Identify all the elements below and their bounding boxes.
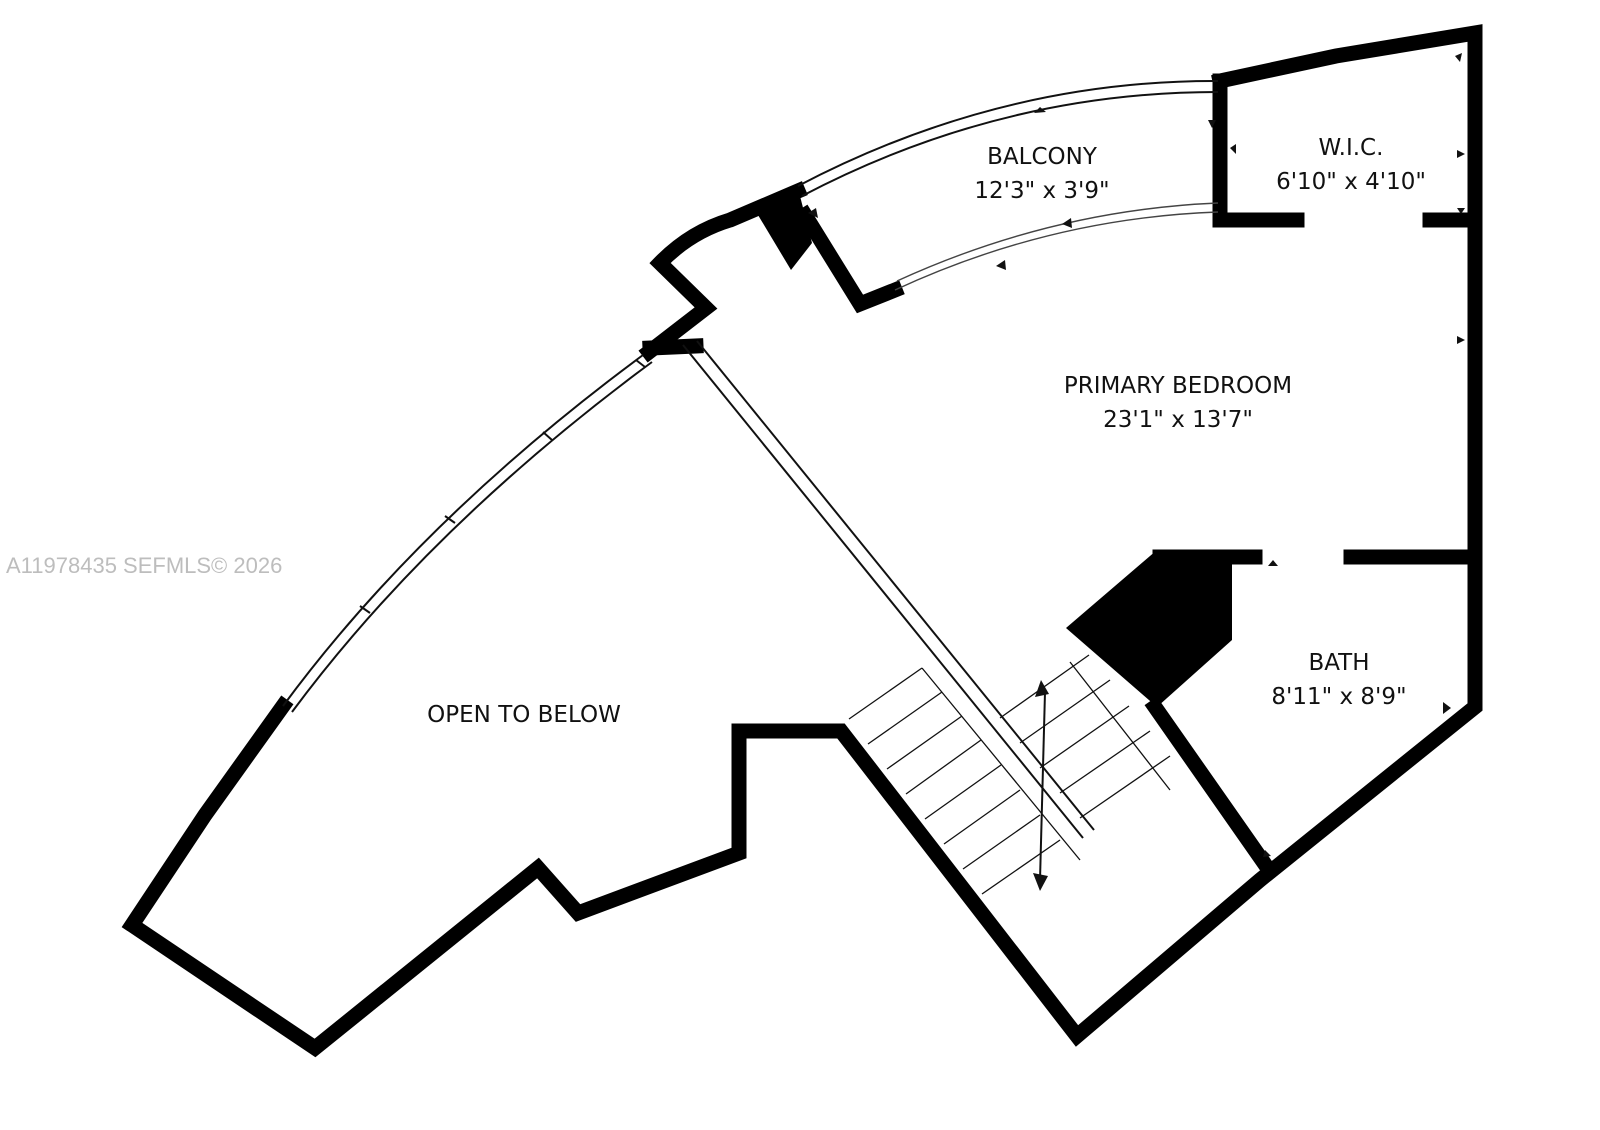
room-name: W.I.C. <box>1319 135 1384 161</box>
room-name: PRIMARY BEDROOM <box>1064 373 1292 399</box>
wall-bath-left <box>1144 696 1273 871</box>
stair-direction-line <box>1039 691 1046 881</box>
window-mullion <box>444 515 456 524</box>
room-primary-bedroom: PRIMARY BEDROOM 23'1" x 13'7" <box>1064 373 1292 433</box>
window-mullion <box>542 431 553 441</box>
room-name: BATH <box>1308 650 1369 676</box>
room-bath: BATH 8'11" x 8'9" <box>1271 650 1406 710</box>
balcony-rail-outer <box>797 79 1219 187</box>
room-wic: W.I.C. 6'10" x 4'10" <box>1276 135 1426 195</box>
stair-arrow-down <box>1033 873 1048 891</box>
room-dims: 23'1" x 13'7" <box>1103 407 1253 433</box>
room-dims: 12'3" x 3'9" <box>974 178 1109 204</box>
wall-wic-left <box>1212 73 1305 228</box>
dimension-markers <box>808 53 1465 857</box>
stair-arrow-up <box>1035 680 1049 697</box>
room-dims: 8'11" x 8'9" <box>1271 684 1406 710</box>
balcony-rail-inner <box>801 91 1219 197</box>
room-open-to-below: OPEN TO BELOW <box>427 702 621 728</box>
balcony-glass-door <box>894 211 1219 291</box>
room-dims: 6'10" x 4'10" <box>1276 169 1426 195</box>
window-mullion <box>359 605 371 614</box>
wall-open-to-below <box>121 24 1483 1058</box>
balcony-glass-door-2 <box>896 202 1219 282</box>
stair-core <box>1066 550 1232 707</box>
watermark-text: A11978435 SEFMLS© 2026 <box>6 553 282 578</box>
stair-treads <box>848 654 1171 895</box>
stair-rail-line-1 <box>682 344 1084 839</box>
room-name: OPEN TO BELOW <box>427 702 621 728</box>
window-outer <box>282 354 644 707</box>
window-inner <box>291 361 653 713</box>
wall-stair-landing <box>638 181 808 363</box>
stair-rail-line-2 <box>696 340 1095 831</box>
room-name: BALCONY <box>987 144 1098 170</box>
window-mullion <box>635 359 646 368</box>
wall-balcony-left <box>794 204 905 314</box>
room-balcony: BALCONY 12'3" x 3'9" <box>974 144 1109 204</box>
